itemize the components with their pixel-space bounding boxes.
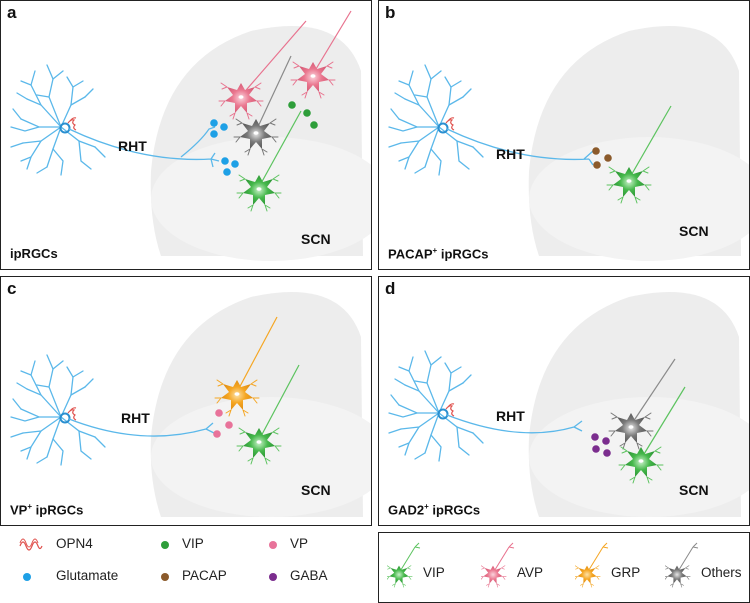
neuron-icon: [387, 542, 421, 588]
rht-label: RHT: [118, 138, 147, 154]
panel-letter: c: [7, 279, 17, 298]
other-neuron: [233, 118, 279, 156]
panel-d: d RHT SCN GAD2+ ipRGCs: [378, 276, 750, 526]
iprgc-cell: [10, 64, 106, 176]
rht-axon: [68, 128, 220, 168]
scn-label: SCN: [679, 223, 709, 239]
vp-dots: [213, 409, 233, 438]
vip-neuron: [618, 446, 664, 484]
panel-caption: VP+ ipRGCs: [10, 501, 84, 517]
gaba-dots: [591, 433, 611, 457]
panel-letter: b: [385, 3, 396, 22]
scn-label: SCN: [679, 482, 709, 498]
grp-neuron: [214, 379, 260, 417]
panel-caption: GAD2+ ipRGCs: [388, 501, 481, 517]
rht-branch: [180, 126, 216, 158]
vip-neuron: [236, 174, 282, 212]
avp-neuron: [290, 61, 336, 99]
rht-label: RHT: [496, 408, 525, 424]
iprgc-cell: [10, 354, 106, 466]
rht-label: RHT: [496, 146, 525, 162]
scn-label: SCN: [301, 482, 331, 498]
panel-b-scene: [388, 26, 749, 261]
glutamate-dots: [210, 119, 239, 176]
legend-left: OPN4 VIP VP Glutamate PACAP GABA: [0, 532, 372, 603]
dot-icon: [161, 573, 169, 581]
rht-axon: [446, 128, 594, 166]
neuron-icon: [481, 542, 515, 588]
dot-icon: [269, 541, 277, 549]
panel-d-scene: [388, 292, 749, 517]
dot-icon: [23, 573, 31, 581]
panel-b: b RHT SCN PACAP+ ipRGCs: [378, 0, 750, 270]
iprgc-cell: [388, 64, 484, 176]
scn-inner-region: [151, 397, 371, 517]
panel-letter: a: [7, 3, 17, 22]
panel-caption: ipRGCs: [10, 246, 58, 261]
pacap-dots: [592, 147, 612, 169]
rht-label: RHT: [121, 410, 150, 426]
other-neuron: [608, 412, 654, 450]
vip-neuron: [606, 166, 652, 204]
panel-letter: d: [385, 279, 396, 298]
neuron-icon: [575, 542, 609, 588]
rht-axon: [68, 418, 215, 437]
panel-a: a RHT SCN ipRGCs: [0, 0, 372, 270]
avp-neuron: [218, 82, 264, 120]
dot-icon: [269, 573, 277, 581]
panel-caption: PACAP+ ipRGCs: [388, 245, 489, 261]
scn-label: SCN: [301, 231, 331, 247]
legend-right: VIP AVP GRP Others: [378, 532, 750, 603]
neuron-icon: [665, 542, 699, 588]
panel-c-scene: [10, 292, 371, 517]
panel-a-scene: [10, 10, 371, 261]
panel-c: c RHT SCN VP+ ipRGCs: [0, 276, 372, 526]
rht-axon: [446, 414, 583, 434]
dot-icon: [161, 541, 169, 549]
vip-dots: [288, 101, 318, 129]
iprgc-cell: [388, 350, 484, 462]
vip-neuron: [236, 427, 282, 465]
opn4-receptor-icon: [19, 538, 43, 551]
